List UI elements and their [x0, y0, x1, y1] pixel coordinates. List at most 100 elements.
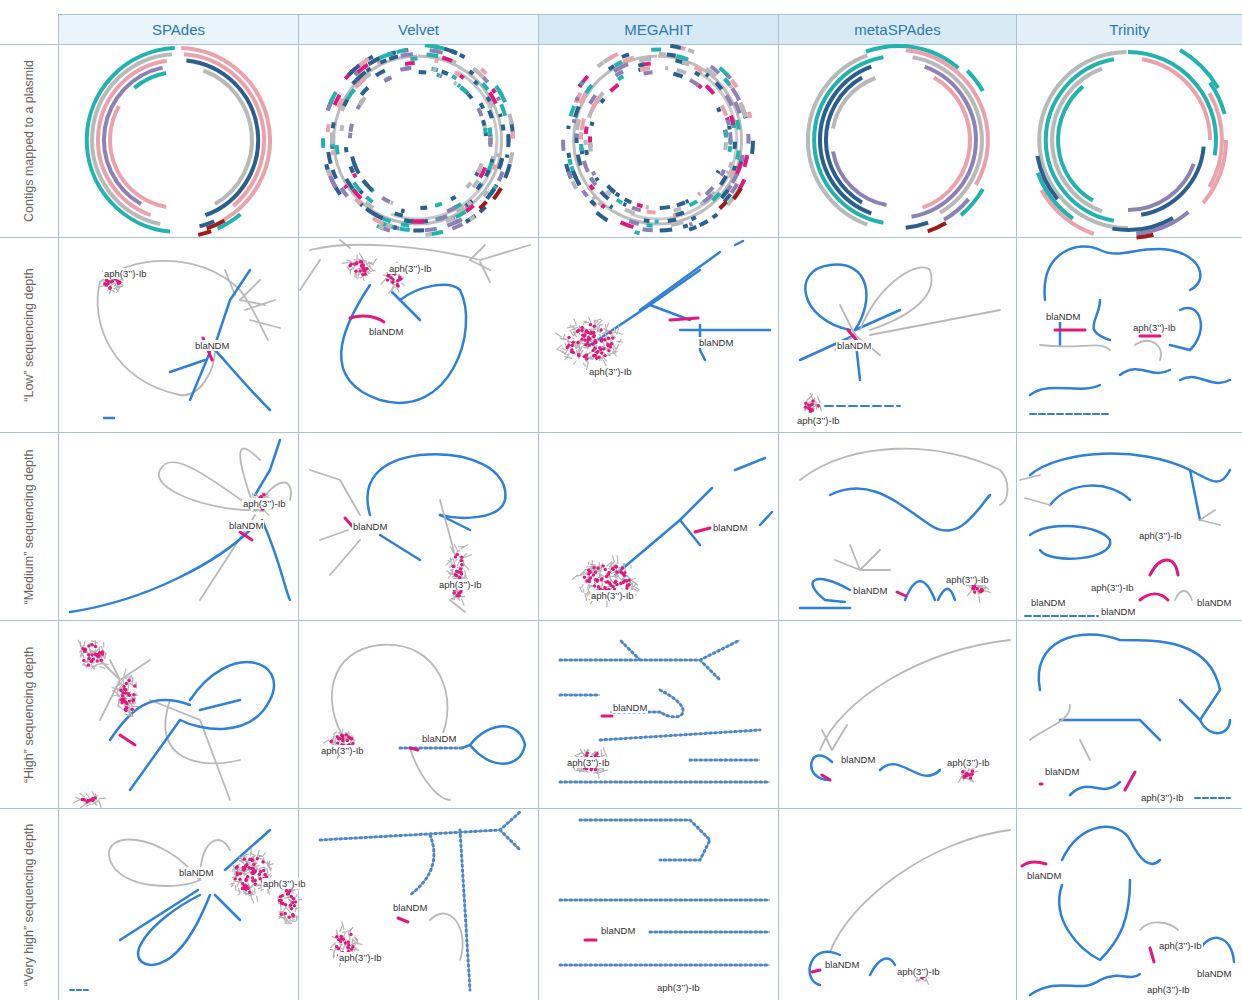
gene-node [250, 858, 253, 861]
contig-arc [492, 156, 494, 162]
graph-fuzz [600, 749, 602, 756]
graph-edge [332, 645, 448, 740]
contig-arc [347, 89, 354, 99]
gene-node [125, 682, 128, 685]
contig-arc [333, 92, 336, 98]
gene-node [625, 579, 628, 582]
contig-arc [344, 100, 347, 106]
gene-node [611, 336, 614, 339]
contig-arc [203, 71, 252, 205]
gene-node [454, 555, 457, 558]
contig-arc [493, 89, 496, 93]
gene-node [354, 270, 357, 273]
graph-fuzz [599, 324, 603, 326]
graph-fuzz [582, 584, 583, 588]
graph-fuzz [605, 330, 609, 332]
contig-arc [397, 50, 408, 52]
contig-arc [683, 225, 688, 227]
gene-node [600, 339, 603, 342]
gene-node [341, 739, 344, 742]
gene-node [398, 278, 401, 281]
gene-node [121, 694, 124, 697]
gene-edge [240, 532, 252, 540]
graph-fuzz [128, 682, 134, 685]
graph-fuzz [235, 885, 237, 890]
graph-fuzz [91, 664, 98, 669]
contig-arc [367, 184, 373, 190]
graph-edge [1030, 974, 1140, 995]
contig-arc [333, 170, 337, 179]
contig-arc [593, 172, 595, 175]
gene-node [588, 337, 591, 340]
gene-node [804, 402, 807, 405]
contig-arc [659, 52, 666, 56]
contig-arc [615, 62, 622, 66]
graph-edge [200, 700, 240, 710]
contig-arc [351, 124, 353, 132]
gene-node [243, 858, 246, 861]
contig-arc [722, 106, 727, 116]
gene-node [122, 685, 125, 688]
graph-fuzz [125, 714, 132, 717]
contig-arc [718, 108, 720, 112]
graph-fuzz [237, 864, 240, 865]
grid-line [298, 14, 299, 1000]
contig-arc [610, 206, 612, 208]
graph-fuzz [359, 253, 364, 261]
grid-line [1016, 14, 1017, 1000]
contig-arc [584, 150, 589, 155]
graph-fuzz [613, 351, 617, 356]
contig-arc [1052, 69, 1102, 212]
gene-node [811, 408, 814, 411]
graph-node-dots [560, 730, 770, 782]
gene-edge [695, 528, 710, 532]
gene-edge [345, 518, 352, 526]
contig-arc [675, 213, 684, 216]
graph-edge [870, 310, 1000, 335]
contig-arc [579, 144, 584, 151]
gene-node [807, 406, 810, 409]
contig-arc [1137, 235, 1154, 238]
graph-fuzz [617, 555, 619, 564]
graph-fuzz [346, 260, 351, 262]
contig-arc [866, 46, 898, 52]
gene-node [241, 882, 244, 885]
contig-arc [490, 93, 496, 104]
graph-edge [1093, 300, 1110, 340]
contig-arc [681, 48, 686, 49]
graph-fuzz [117, 705, 124, 710]
gene-node [235, 866, 238, 869]
grid-line [58, 14, 59, 1000]
graph-fuzz [456, 550, 460, 552]
graph-fuzz [240, 861, 243, 863]
graph-edge [225, 270, 280, 328]
contig-arc [826, 78, 862, 203]
graph-fuzz [607, 355, 611, 357]
graph-fuzz [99, 800, 102, 808]
graph-fuzz [571, 327, 577, 330]
contig-arc [651, 48, 661, 52]
graph-fuzz [579, 347, 580, 351]
graph-fuzz [124, 669, 126, 676]
gene-node [593, 334, 596, 337]
contig-arc [489, 111, 492, 119]
contig-arc [505, 164, 510, 178]
graph-edge [560, 730, 770, 782]
contig-arc [570, 159, 571, 165]
contig-arc [479, 164, 482, 171]
graph-edge [170, 360, 205, 372]
contig-arc [727, 126, 732, 130]
contig-arc [353, 190, 361, 199]
gene-node [256, 857, 259, 860]
gene-node [118, 280, 121, 283]
grid-line [778, 14, 779, 1000]
contig-arc [625, 199, 632, 202]
gene-node [611, 568, 614, 571]
contig-arc [326, 164, 328, 169]
gene-node [600, 339, 603, 342]
contig-arc [110, 106, 166, 207]
contig-arc [460, 55, 465, 58]
contig-arc [620, 64, 628, 68]
contig-arc [348, 133, 352, 138]
